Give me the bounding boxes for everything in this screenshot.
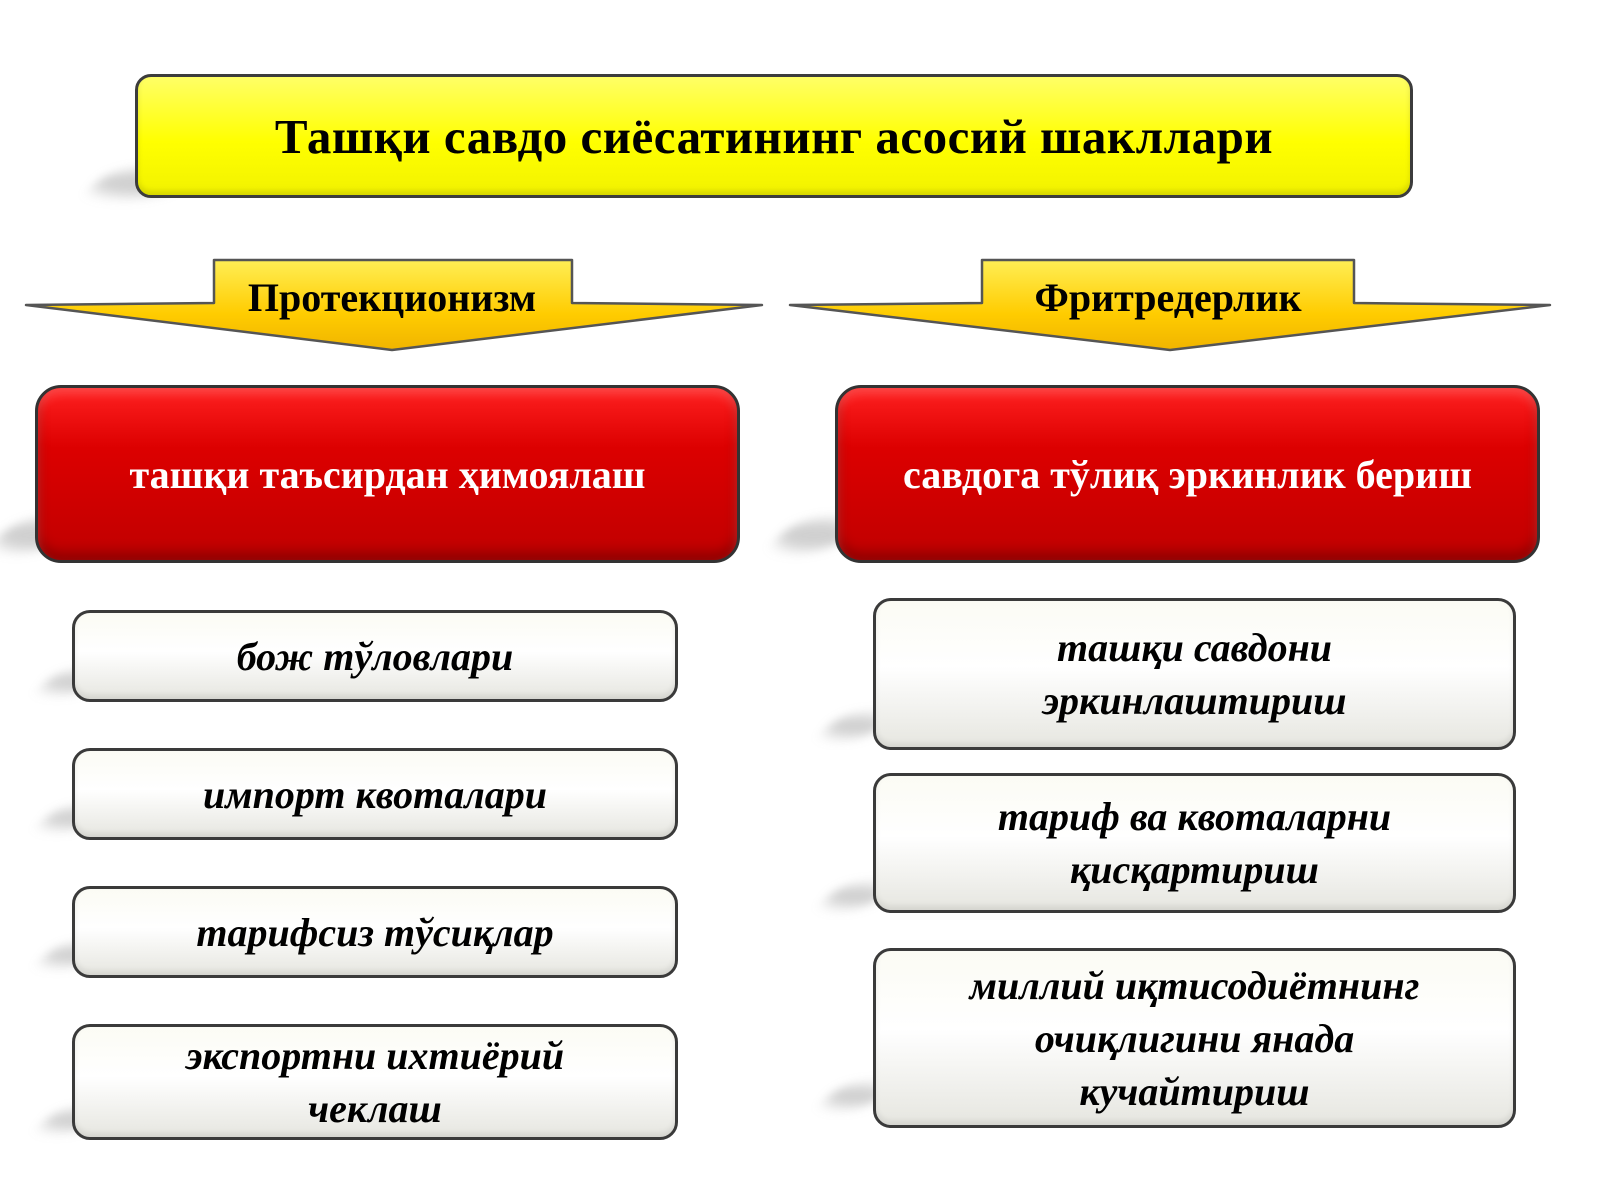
protectionism-item: импорт квоталари [72,748,678,840]
protectionism-header: Протекционизм [247,275,537,320]
free-trade-main-box: савдога тўлиқ эркинлик бериш [835,385,1540,563]
title-box: Ташқи савдо сиёсатининг асосий шакллари [135,74,1413,198]
protectionism-main-text: ташқи таъсирдан ҳимоялаш [129,451,646,497]
free-trade-arrow-shape [788,258,1552,352]
protectionism-item-text: импорт квоталари [203,771,547,817]
protectionism-item: бож тўловлари [72,610,678,702]
free-trade-main-text: савдога тўлиқ эркинлик бериш [903,451,1472,497]
diagram-title: Ташқи савдо сиёсатининг асосий шакллари [274,108,1274,164]
protectionism-item-text: бож тўловлари [236,633,514,679]
protectionism-arrow-shape [24,258,764,352]
protectionism-item: тарифсиз тўсиқлар [72,886,678,978]
protectionism-main-box: ташқи таъсирдан ҳимоялаш [35,385,740,563]
protectionism-item-text: тарифсиз тўсиқлар [196,909,554,955]
free-trade-header: Фритредерлик [1034,275,1302,320]
